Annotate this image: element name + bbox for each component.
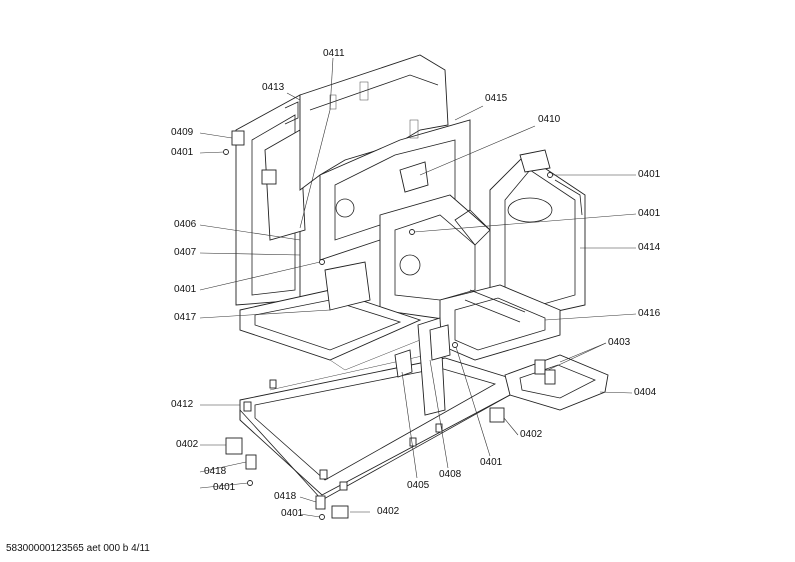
base-frame-0412 bbox=[239, 351, 511, 501]
label-0417: 0417 bbox=[174, 312, 197, 323]
label-0411: 0411 bbox=[323, 48, 345, 59]
label-0415: 0415 bbox=[485, 93, 508, 104]
right-tray-0414 bbox=[489, 149, 586, 316]
label-0401-bottom-left: 0401 bbox=[213, 482, 236, 493]
label-0408: 0408 bbox=[439, 469, 462, 480]
label-0416: 0416 bbox=[638, 308, 661, 319]
label-0413: 0413 bbox=[262, 82, 285, 93]
label-0401-right-middle: 0401 bbox=[638, 208, 661, 219]
left-wall-0413 bbox=[235, 94, 306, 306]
label-0406: 0406 bbox=[174, 219, 197, 230]
label-0402-bottom: 0402 bbox=[377, 506, 400, 517]
label-0405: 0405 bbox=[407, 480, 430, 491]
label-0402-right: 0402 bbox=[520, 429, 543, 440]
label-0402-left: 0402 bbox=[176, 439, 199, 450]
label-0412: 0412 bbox=[171, 399, 194, 410]
leader-lines bbox=[199, 57, 637, 518]
label-0418-left: 0418 bbox=[204, 466, 227, 477]
label-0409: 0409 bbox=[171, 127, 194, 138]
label-0401-bottom-right: 0401 bbox=[480, 457, 503, 468]
document-code: 58300000123565 aet 000 b 4/11 bbox=[6, 543, 150, 554]
label-0414: 0414 bbox=[638, 242, 661, 253]
label-0407: 0407 bbox=[174, 247, 197, 258]
label-0418-bottom: 0418 bbox=[274, 491, 297, 502]
bottom-plate-0417 bbox=[239, 261, 422, 371]
label-0401-right-upper: 0401 bbox=[638, 169, 661, 180]
label-0401-top-left: 0401 bbox=[171, 147, 194, 158]
label-0403: 0403 bbox=[608, 337, 631, 348]
vertical-post bbox=[394, 317, 451, 416]
label-0404: 0404 bbox=[634, 387, 657, 398]
label-0401-bottom: 0401 bbox=[281, 508, 304, 519]
latch-assembly-0403-0404 bbox=[504, 354, 609, 411]
label-0410: 0410 bbox=[538, 114, 561, 125]
label-0401-left-middle: 0401 bbox=[174, 284, 197, 295]
